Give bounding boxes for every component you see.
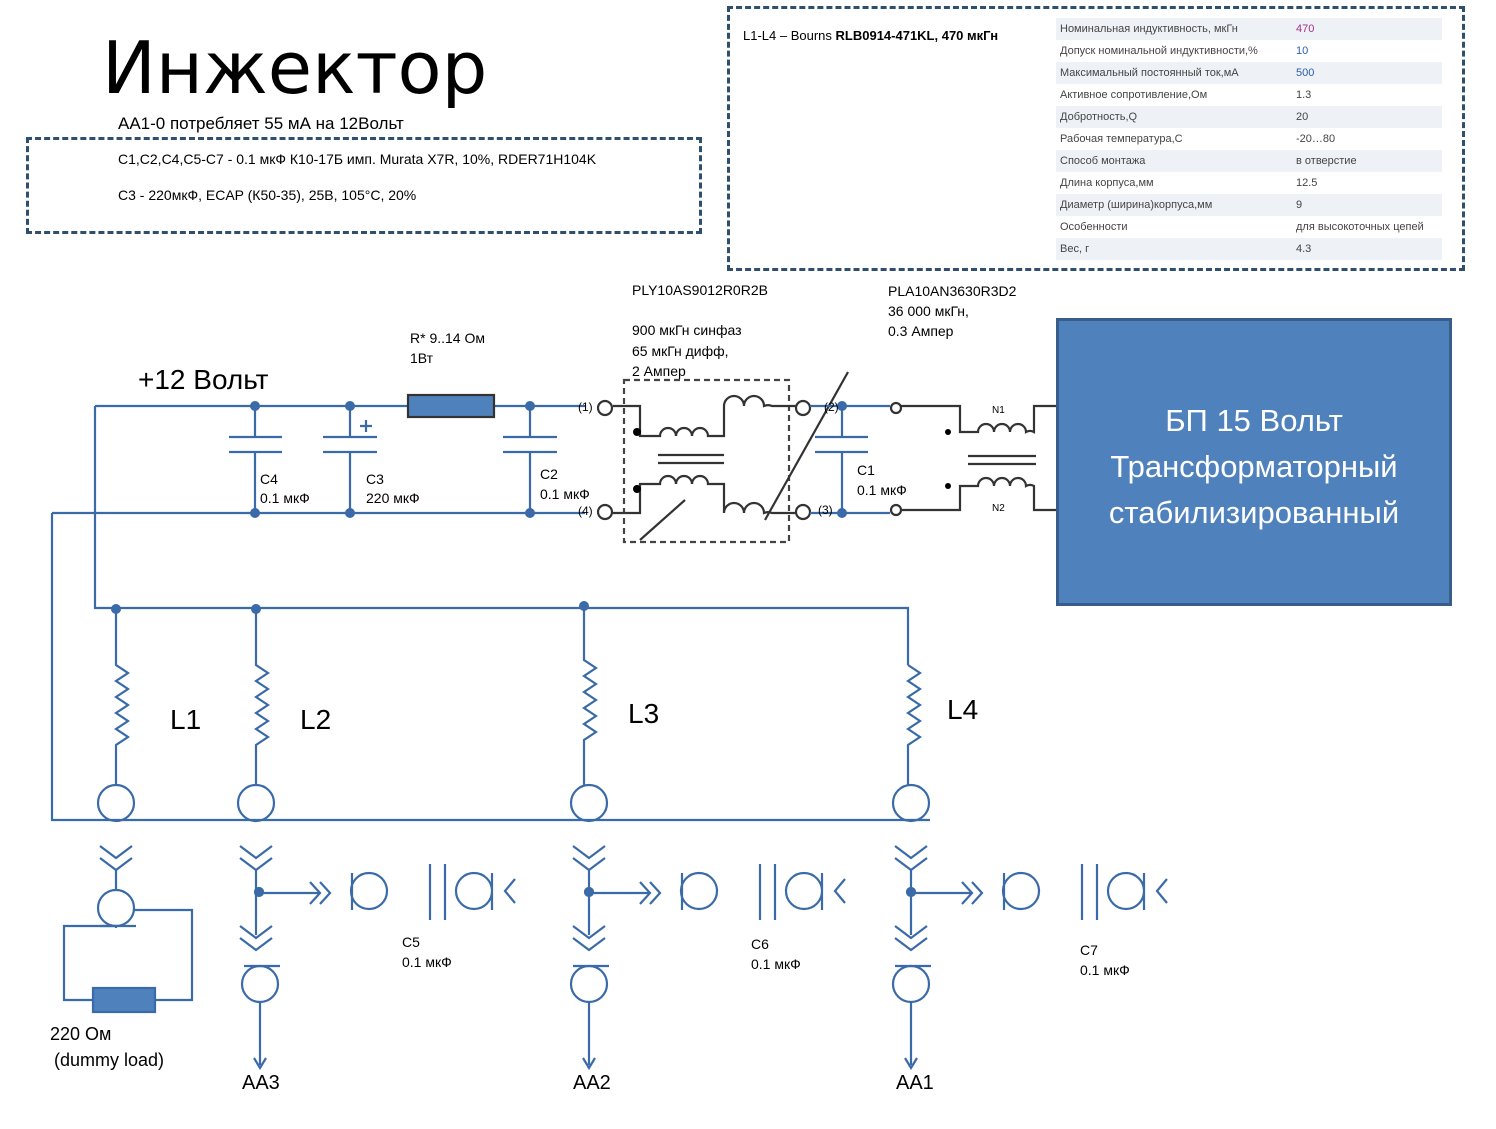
inductor-l1 xyxy=(114,608,130,785)
page-title: Инжектор xyxy=(102,26,488,110)
spec-row: Допуск номинальной индуктивности,%10 xyxy=(1060,45,1309,57)
inductor-l4 xyxy=(906,664,922,785)
inductor-l3 xyxy=(582,608,598,785)
resistor-power-label: 1Вт xyxy=(410,350,434,366)
c4-name: C4 xyxy=(260,471,278,487)
choke2-spec-2: 0.3 Ампер xyxy=(888,323,954,339)
consumption-note: АА1-0 потребляет 55 мА на 12Вольт xyxy=(118,114,404,133)
power-supply-label: БП 15 Вольт Трансформаторный стабилизиро… xyxy=(1108,403,1400,530)
inductor-spec-box xyxy=(727,6,1465,271)
pin-4-label: (4) xyxy=(578,504,593,518)
c3-value: 220 мкФ xyxy=(366,490,420,506)
choke1-box xyxy=(622,378,791,544)
choke1-spec-3: 2 Ампер xyxy=(632,363,686,379)
l3-label: L3 xyxy=(628,698,660,729)
choke1-spec-1: 900 мкГн синфаз xyxy=(632,322,742,338)
choke2-coil-bottom xyxy=(900,476,1056,512)
choke2-part-label: PLA10AN3630R3D2 xyxy=(888,283,1017,299)
choke1-coil-bottom xyxy=(613,474,796,515)
inductor-spec-header: L1-L4 – Bourns RLB0914-471KL, 470 мкГн xyxy=(743,28,999,43)
l1-label: L1 xyxy=(170,704,202,735)
wire-left-minus xyxy=(50,513,930,822)
choke1-core xyxy=(658,453,724,465)
n2-label: N2 xyxy=(992,503,1005,514)
capacitor-notes-box xyxy=(26,137,702,234)
output-aa2: АА2 xyxy=(573,1072,611,1094)
c2-name: C2 xyxy=(540,466,558,482)
capacitor-c4 xyxy=(229,406,282,513)
inductor-l2 xyxy=(254,608,270,785)
c4-value: 0.1 мкФ xyxy=(260,490,310,506)
wire-left-plus xyxy=(93,406,910,665)
dummy-load-resistor xyxy=(91,986,157,1014)
c2-value: 0.1 мкФ xyxy=(540,486,590,502)
capacitor-note-1: C1,C2,C4,C5-C7 - 0.1 мкФ К10-17Б имп. Mu… xyxy=(118,151,597,167)
c1-value: 0.1 мкФ xyxy=(857,482,907,498)
dummy-load-value: 220 Ом xyxy=(50,1024,112,1044)
c3-name: C3 xyxy=(366,471,384,487)
choke1-part-label: PLY10AS9012R0R2B xyxy=(632,282,768,298)
c7-value: 0.1 мкФ xyxy=(1080,962,1130,978)
choke1-arrow xyxy=(639,371,849,541)
choke1-coil-top xyxy=(613,394,796,438)
choke1-spec-2: 65 мкГн дифф, xyxy=(632,343,729,359)
choke2-coil-top xyxy=(900,404,1056,434)
pin-2-label: (2) xyxy=(824,400,839,414)
supply-label: +12 Вольт xyxy=(138,364,269,395)
pin-3-label: (3) xyxy=(818,503,833,517)
resistor-r xyxy=(406,393,496,419)
l4-label: L4 xyxy=(947,694,979,725)
power-supply-block xyxy=(1056,318,1452,606)
capacitor-c2 xyxy=(503,406,557,513)
c6-name: C6 xyxy=(751,936,769,952)
dummy-load-desc: (dummy load) xyxy=(54,1050,165,1070)
resistor-name-label: R* 9..14 Ом xyxy=(410,330,485,346)
c5-name: C5 xyxy=(402,934,420,950)
capacitor-c3 xyxy=(323,406,377,513)
pin-1-label: (1) xyxy=(578,400,593,414)
c5-value: 0.1 мкФ xyxy=(402,954,452,970)
c6-value: 0.1 мкФ xyxy=(751,956,801,972)
spec-row: Рабочая температура,С-20…80 xyxy=(1060,133,1336,145)
c7-name: C7 xyxy=(1080,942,1098,958)
capacitor-c1 xyxy=(810,404,890,515)
c1-name: C1 xyxy=(857,462,875,478)
l2-label: L2 xyxy=(300,704,332,735)
output-aa3: АА3 xyxy=(242,1072,280,1094)
n1-label: N1 xyxy=(992,405,1005,416)
choke2-spec-1: 36 000 мкГн, xyxy=(888,303,969,319)
capacitor-note-2: C3 - 220мкФ, ECAP (К50-35), 25В, 105°C, … xyxy=(118,187,417,203)
output-aa1: АА1 xyxy=(896,1072,934,1094)
choke2-core xyxy=(968,454,1036,466)
